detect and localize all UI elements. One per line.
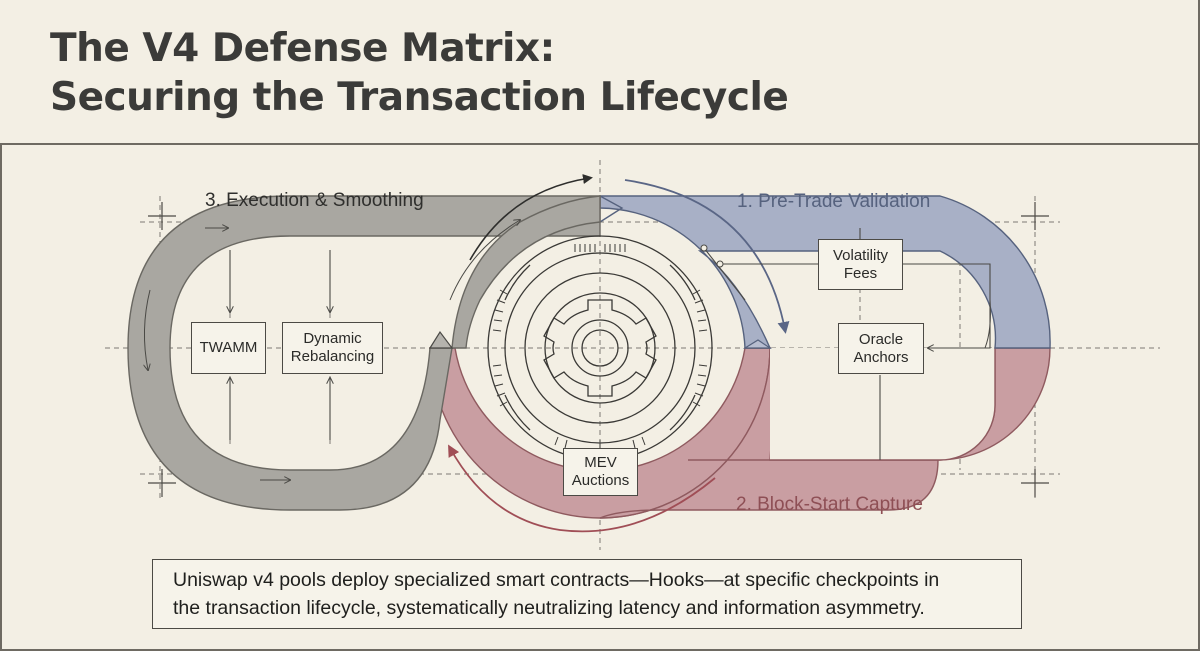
twamm-box: TWAMM (191, 322, 266, 374)
volatility-fees-line-1: Volatility (832, 246, 889, 264)
volatility-fees-box: Volatility Fees (818, 239, 903, 290)
twamm-label: TWAMM (199, 339, 258, 356)
dynamic-rebalancing-line-1: Dynamic (303, 330, 362, 347)
mev-auctions-line-2: Auctions (571, 472, 630, 489)
dial-arcs (504, 264, 696, 431)
flow-arrow-block-start (448, 444, 716, 533)
dynamic-rebalancing-box: Dynamic Rebalancing (282, 322, 383, 374)
flow-arrow-top (469, 174, 593, 261)
stage-label-block-start: 2. Block-Start Capture (736, 494, 923, 515)
execution-inner-loop (451, 195, 601, 349)
title-line-1: The V4 Defense Matrix: (50, 26, 555, 71)
stage-label-execution: 3. Execution & Smoothing (205, 190, 424, 211)
title-line-2: Securing the Transaction Lifecycle (50, 75, 789, 120)
frame-right-border (1198, 0, 1200, 651)
oracle-anchors-line-2: Anchors (853, 348, 909, 366)
header-divider (0, 143, 1200, 145)
volatility-fees-line-2: Fees (843, 264, 878, 282)
oracle-anchors-box: Oracle Anchors (838, 323, 924, 374)
summary-line-1: Uniswap v4 pools deploy specialized smar… (173, 569, 940, 591)
dynamic-rebalancing-line-2: Rebalancing (290, 348, 375, 365)
frame-bottom-border (0, 649, 1200, 651)
pre-trade-band (599, 195, 1051, 349)
mev-auctions-box: MEV Auctions (563, 448, 638, 496)
summary-caption: Uniswap v4 pools deploy specialized smar… (152, 559, 1022, 629)
registration-crosses (148, 202, 1049, 497)
mev-auctions-line-1: MEV (584, 454, 617, 471)
stage-label-pre-trade: 1. Pre-Trade Validation (737, 191, 931, 212)
frame-left-border (0, 143, 2, 651)
summary-line-2: the transaction lifecycle, systematicall… (173, 597, 925, 619)
oracle-anchors-line-1: Oracle (858, 330, 904, 348)
dial-ticks (492, 244, 708, 449)
flow-arrow-pre-trade (624, 179, 790, 334)
page-title: The V4 Defense Matrix: Securing the Tran… (50, 24, 789, 122)
connector-nodes (700, 244, 724, 268)
